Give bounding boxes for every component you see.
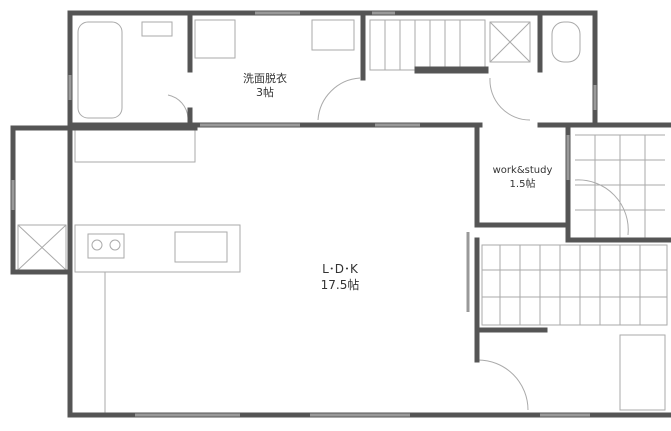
door-arc [317, 77, 361, 121]
walls [10, 10, 671, 418]
washbasin [311, 19, 355, 51]
washing-machine [194, 19, 236, 59]
room-name: 洗面脱衣 [243, 72, 287, 85]
windows [11, 11, 597, 417]
toilet [551, 21, 581, 63]
bathtub [77, 21, 123, 119]
room-name: L･D･K [322, 262, 358, 276]
room-size: 17.5帖 [320, 278, 360, 292]
stairs-upper [369, 19, 486, 71]
sink [174, 231, 228, 263]
room-label-ldk: L･D･K 17.5帖 [300, 261, 380, 293]
stairs-lower [481, 244, 668, 326]
room-name: work&study [492, 165, 553, 176]
room-size: 1.5帖 [509, 179, 536, 190]
room-label-study: work&study 1.5帖 [480, 164, 565, 192]
room-label-washroom: 洗面脱衣 3帖 [220, 72, 310, 100]
room-size: 3帖 [256, 86, 274, 99]
